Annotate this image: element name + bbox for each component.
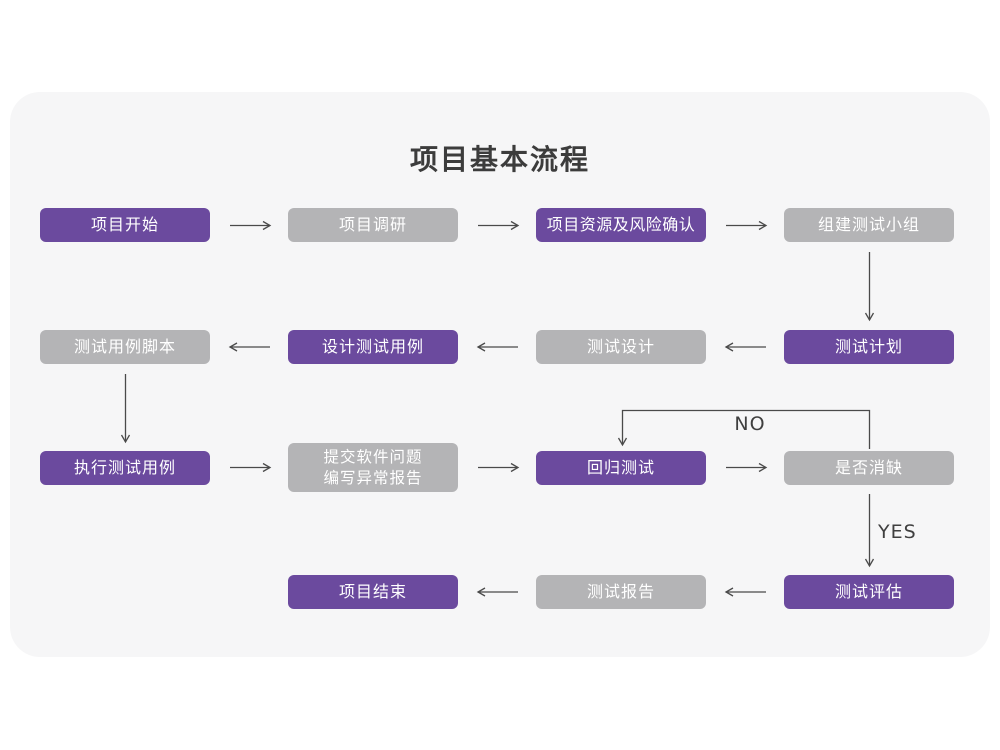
node-build-test-team: 组建测试小组 — [784, 208, 954, 242]
node-resource-risk-confirm: 项目资源及风险确认 — [536, 208, 706, 242]
node-test-plan: 测试计划 — [784, 330, 954, 364]
page-title: 项目基本流程 — [409, 143, 590, 176]
flowchart-card — [10, 92, 990, 657]
node-execute-test-case: 执行测试用例 — [40, 451, 210, 485]
no-branch-label: NO — [734, 413, 766, 435]
node-project-research: 项目调研 — [288, 208, 458, 242]
node-design-test-case: 设计测试用例 — [288, 330, 458, 364]
node-submit-issue-report: 提交软件问题 编写异常报告 — [288, 443, 458, 492]
node-test-case-script: 测试用例脚本 — [40, 330, 210, 364]
node-project-end: 项目结束 — [288, 575, 458, 609]
yes-branch-label: YES — [878, 521, 917, 543]
node-defect-cleared: 是否消缺 — [784, 451, 954, 485]
node-test-evaluation: 测试评估 — [784, 575, 954, 609]
node-test-design: 测试设计 — [536, 330, 706, 364]
node-project-start: 项目开始 — [40, 208, 210, 242]
node-regression-test: 回归测试 — [536, 451, 706, 485]
node-test-report: 测试报告 — [536, 575, 706, 609]
